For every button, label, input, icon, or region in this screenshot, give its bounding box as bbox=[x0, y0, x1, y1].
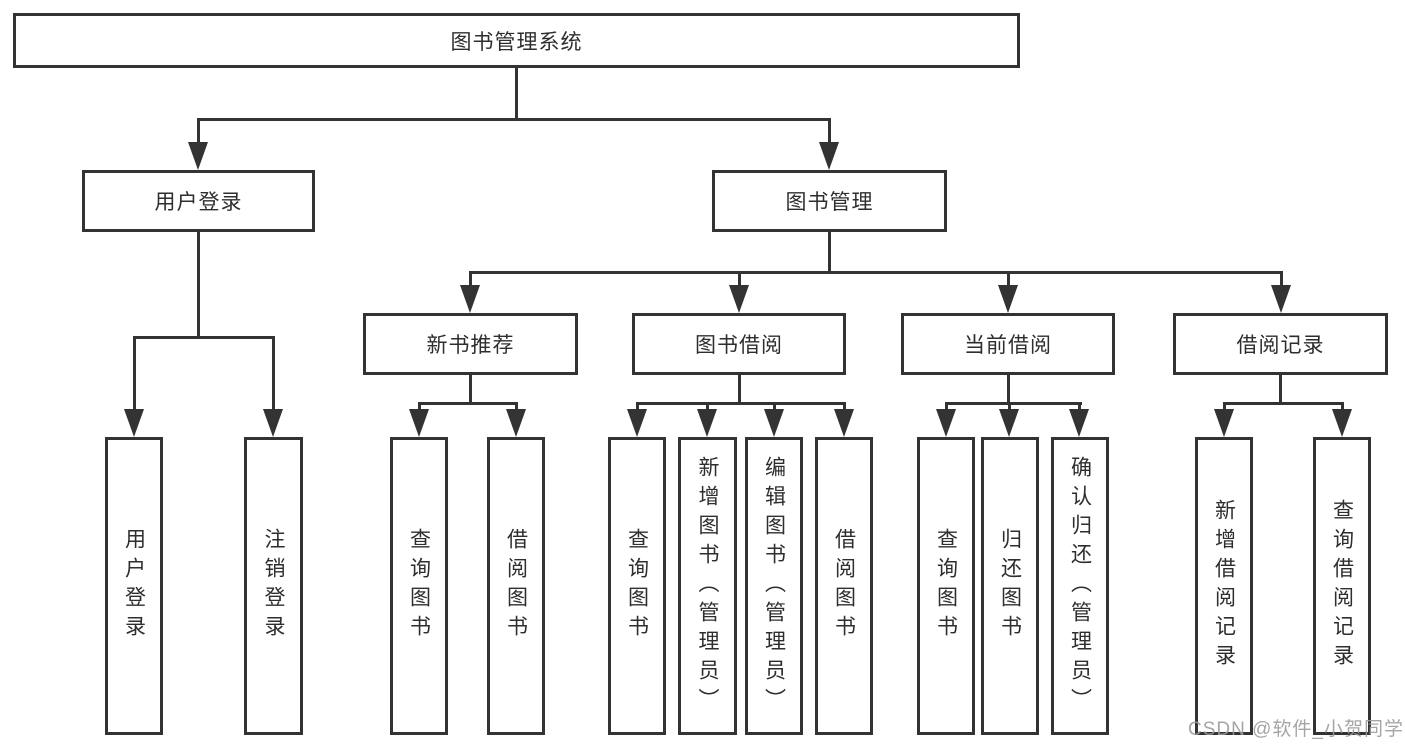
csdn-watermark: CSDN @软件_小贺同学 bbox=[1188, 719, 1404, 740]
connector-drop-g5-leaf2 bbox=[1341, 402, 1344, 411]
connector-userlogin-hline bbox=[133, 336, 275, 339]
leaf-label: 查询图书 bbox=[934, 528, 958, 644]
leaf-borrow-books-rec: 借阅图书 bbox=[487, 437, 545, 735]
leaf-edit-books-admin: 编辑图书（管理员） bbox=[745, 437, 803, 735]
connector-borrowrecords-stem bbox=[1279, 375, 1282, 402]
leaf-label: 用户登录 bbox=[122, 528, 146, 644]
arrowhead-g2-leaf1 bbox=[409, 409, 429, 437]
leaf-add-borrow-record: 新增借阅记录 bbox=[1195, 437, 1253, 735]
connector-newbookrec-stem bbox=[469, 375, 472, 402]
arrowhead-g3-leaf2 bbox=[697, 409, 717, 437]
leaf-confirm-return-admin: 确认归还（管理员） bbox=[1051, 437, 1109, 735]
connector-borrowrecords-hline bbox=[1223, 402, 1344, 405]
arrowhead-login-leaf bbox=[124, 409, 144, 437]
arrowhead-user-login bbox=[188, 142, 208, 170]
leaf-logout: 注销登录 bbox=[244, 437, 303, 735]
arrowhead-logout-leaf bbox=[263, 409, 283, 437]
connector-drop-g3-leaf2 bbox=[706, 402, 709, 411]
leaf-label: 新增图书（管理员） bbox=[696, 455, 719, 717]
arrowhead-g3-leaf4 bbox=[834, 409, 854, 437]
arrowhead-borrow-records bbox=[1271, 285, 1291, 313]
node-user-login: 用户登录 bbox=[82, 170, 315, 232]
leaf-query-books-borrow: 查询图书 bbox=[608, 437, 666, 735]
arrowhead-g3-leaf3 bbox=[764, 409, 784, 437]
arrowhead-g5-leaf2 bbox=[1332, 409, 1352, 437]
connector-root-hline bbox=[197, 118, 831, 121]
connector-drop-g5-leaf1 bbox=[1223, 402, 1226, 411]
leaf-user-login: 用户登录 bbox=[105, 437, 163, 735]
connector-drop-book-mgmt bbox=[828, 118, 831, 144]
connector-root-stem bbox=[515, 68, 518, 118]
arrowhead-new-book-rec bbox=[460, 285, 480, 313]
leaf-add-books-admin: 新增图书（管理员） bbox=[678, 437, 737, 735]
connector-bookborrow-stem bbox=[738, 375, 741, 402]
node-library-management-system: 图书管理系统 bbox=[13, 13, 1020, 68]
leaf-label: 借阅图书 bbox=[832, 528, 856, 644]
connector-drop-g4-leaf1 bbox=[945, 402, 948, 411]
connector-drop-g2-leaf2 bbox=[515, 402, 518, 411]
arrowhead-g2-leaf2 bbox=[506, 409, 526, 437]
connector-newbookrec-hline bbox=[418, 402, 518, 405]
connector-drop-g3-leaf3 bbox=[773, 402, 776, 411]
connector-userlogin-stem bbox=[197, 232, 200, 336]
leaf-label: 新增借阅记录 bbox=[1212, 499, 1236, 673]
arrowhead-book-mgmt bbox=[819, 142, 839, 170]
node-label: 新书推荐 bbox=[426, 334, 515, 357]
node-book-management: 图书管理 bbox=[712, 170, 947, 232]
leaf-label: 查询图书 bbox=[625, 528, 649, 644]
leaf-label: 确认归还（管理员） bbox=[1068, 455, 1092, 717]
leaf-label: 借阅图书 bbox=[504, 528, 528, 644]
connector-drop-g3-leaf1 bbox=[636, 402, 639, 411]
connector-drop-user-login bbox=[197, 118, 200, 144]
leaf-query-borrow-record: 查询借阅记录 bbox=[1313, 437, 1371, 735]
leaf-label: 归还图书 bbox=[998, 528, 1022, 644]
leaf-label: 查询借阅记录 bbox=[1330, 499, 1354, 673]
node-label: 图书管理 bbox=[785, 191, 874, 214]
node-label: 图书管理系统 bbox=[450, 30, 583, 54]
connector-drop-book-borrow bbox=[738, 271, 741, 287]
node-book-borrowing: 图书借阅 bbox=[632, 313, 846, 375]
connector-drop-login-leaf bbox=[133, 336, 136, 411]
node-new-book-recommendation: 新书推荐 bbox=[363, 313, 578, 375]
arrowhead-g4-leaf1 bbox=[936, 409, 956, 437]
arrowhead-book-borrow bbox=[729, 285, 749, 313]
connector-drop-g4-leaf3 bbox=[1078, 402, 1081, 411]
node-label: 借阅记录 bbox=[1236, 334, 1325, 357]
node-label: 当前借阅 bbox=[964, 334, 1052, 357]
leaf-label: 注销登录 bbox=[262, 528, 285, 644]
connector-drop-g3-leaf4 bbox=[843, 402, 846, 411]
connector-drop-borrow-records bbox=[1280, 271, 1283, 287]
leaf-label: 编辑图书（管理员） bbox=[762, 455, 786, 717]
connector-currentborrow-stem bbox=[1007, 375, 1010, 402]
connector-drop-new-book-rec bbox=[469, 271, 472, 287]
connector-drop-g2-leaf1 bbox=[418, 402, 421, 411]
connector-bookmgmt-stem bbox=[828, 232, 831, 273]
arrowhead-g5-leaf1 bbox=[1214, 409, 1234, 437]
node-borrowing-records: 借阅记录 bbox=[1173, 313, 1388, 375]
arrowhead-current-borrow bbox=[998, 285, 1018, 313]
connector-drop-current-borrow bbox=[1007, 271, 1010, 287]
leaf-label: 查询图书 bbox=[407, 528, 431, 644]
connector-drop-g4-leaf2 bbox=[1008, 402, 1011, 411]
leaf-query-books-current: 查询图书 bbox=[917, 437, 975, 735]
arrowhead-g3-leaf1 bbox=[627, 409, 647, 437]
node-label: 用户登录 bbox=[154, 191, 243, 214]
arrowhead-g4-leaf3 bbox=[1069, 409, 1089, 437]
connector-drop-logout-leaf bbox=[272, 336, 275, 411]
node-label: 图书借阅 bbox=[695, 334, 783, 357]
connector-level3-hline bbox=[469, 271, 1283, 274]
connector-currentborrow-hline bbox=[945, 402, 1082, 405]
connector-bookborrow-hline bbox=[636, 402, 846, 405]
arrowhead-g4-leaf2 bbox=[999, 409, 1019, 437]
leaf-return-books: 归还图书 bbox=[981, 437, 1039, 735]
leaf-borrow-books: 借阅图书 bbox=[815, 437, 873, 735]
leaf-query-books-rec: 查询图书 bbox=[390, 437, 448, 735]
node-current-borrowing: 当前借阅 bbox=[901, 313, 1115, 375]
